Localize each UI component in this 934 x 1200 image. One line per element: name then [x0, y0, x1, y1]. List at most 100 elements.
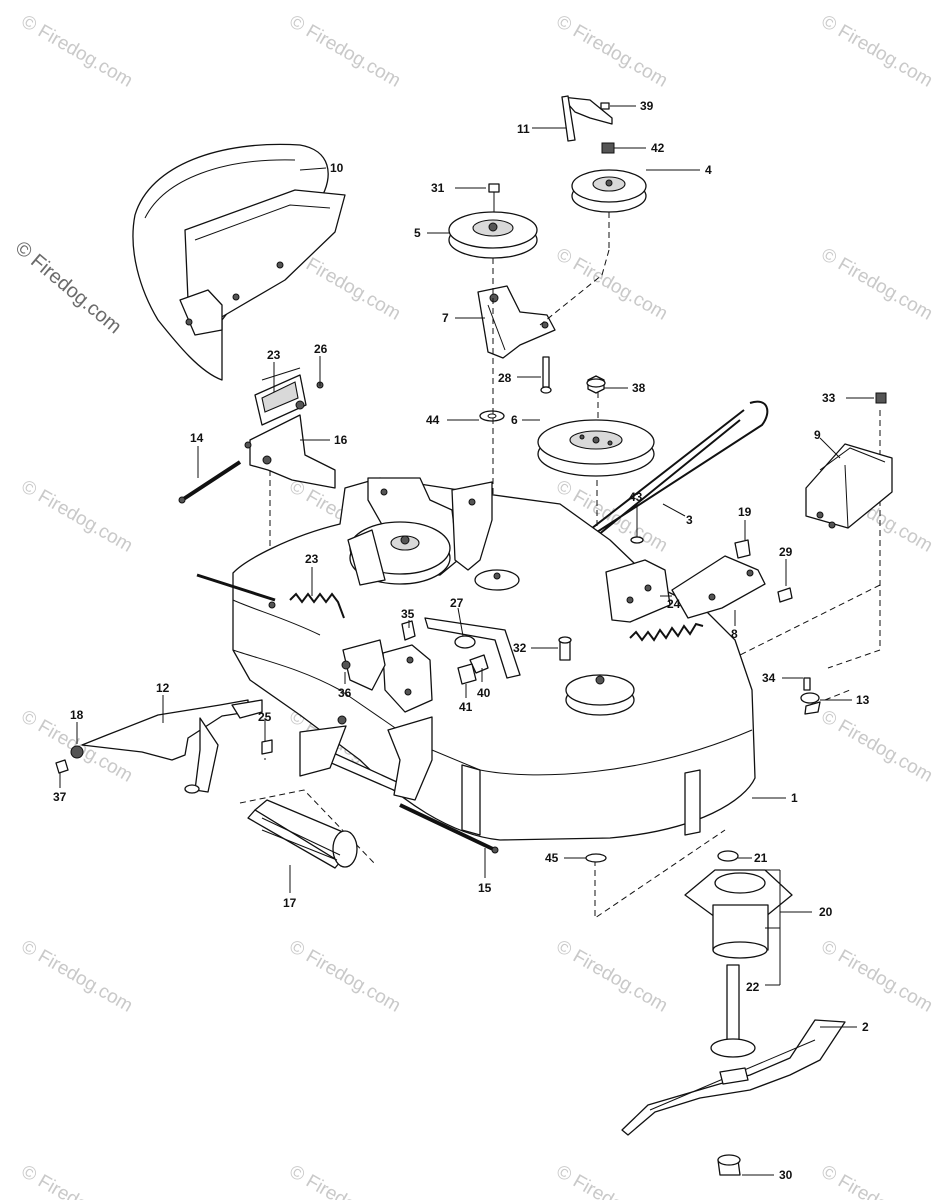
- callout-8: 8: [731, 610, 738, 641]
- watermark-tile: © Firedog.com: [818, 244, 934, 325]
- svg-text:8: 8: [731, 627, 738, 641]
- svg-text:42: 42: [651, 141, 665, 155]
- watermark-tile: © Firedog.com: [553, 1161, 672, 1200]
- svg-text:© Firedog.com: © Firedog.com: [818, 1161, 934, 1200]
- watermark-tile: © Firedog.com: [286, 1161, 405, 1200]
- svg-text:6: 6: [511, 413, 518, 427]
- callout-38: 38: [604, 381, 646, 395]
- svg-text:12: 12: [156, 681, 170, 695]
- callout-29: 29: [779, 545, 793, 586]
- callout-12: 12: [156, 681, 170, 723]
- callout-33: 33: [822, 391, 874, 405]
- watermark-prominent: © Firedog.com: [11, 237, 126, 338]
- watermark-tile: © Firedog.com: [818, 936, 934, 1017]
- lift-bracket-drawing: [244, 367, 336, 489]
- callout-36: 36: [338, 672, 352, 700]
- svg-text:9: 9: [814, 428, 821, 442]
- callout-20: 20: [765, 869, 833, 986]
- svg-text:23: 23: [267, 348, 281, 362]
- callout-16: 16: [300, 433, 348, 447]
- svg-text:22: 22: [746, 980, 760, 994]
- svg-text:45: 45: [545, 851, 559, 865]
- svg-text:18: 18: [70, 708, 84, 722]
- callout-28: 28: [498, 371, 541, 385]
- callout-39: 39: [610, 99, 654, 113]
- svg-text:41: 41: [459, 700, 473, 714]
- callout-7: 7: [442, 311, 485, 325]
- svg-text:21: 21: [754, 851, 768, 865]
- svg-text:11: 11: [517, 122, 530, 136]
- svg-text:38: 38: [632, 381, 646, 395]
- callout-18: 18: [70, 708, 84, 744]
- svg-text:27: 27: [450, 596, 464, 610]
- callout-32: 32: [513, 641, 558, 655]
- svg-text:34: 34: [762, 671, 776, 685]
- svg-text:© Firedog.com: © Firedog.com: [286, 11, 405, 92]
- svg-text:© Firedog.com: © Firedog.com: [818, 706, 934, 787]
- blade-spindle-drawing: [684, 850, 793, 1058]
- callout-25: 25: [258, 710, 272, 740]
- svg-text:© Firedog.com: © Firedog.com: [818, 244, 934, 325]
- watermark-tile: © Firedog.com: [18, 476, 137, 557]
- watermark-tile: © Firedog.com: [18, 1161, 137, 1200]
- callout-34: 34: [762, 671, 803, 685]
- svg-text:20: 20: [819, 905, 833, 919]
- svg-text:3: 3: [686, 513, 693, 527]
- svg-text:4: 4: [705, 163, 712, 177]
- callout-45: 45: [545, 851, 586, 865]
- callout-3: 3: [662, 503, 693, 527]
- watermark-tile: © Firedog.com: [553, 244, 672, 325]
- discharge-deflector-drawing: [132, 143, 346, 381]
- svg-text:© Firedog.com: © Firedog.com: [818, 936, 934, 1017]
- callouts: 1 2 3 4 5 6 7 8: [53, 99, 874, 1182]
- callout-41: 41: [459, 684, 473, 714]
- callout-37: 37: [53, 773, 67, 804]
- svg-text:13: 13: [856, 693, 870, 707]
- svg-text:© Firedog.com: © Firedog.com: [286, 936, 405, 1017]
- watermark-tile: © Firedog.com: [818, 11, 934, 92]
- svg-text:37: 37: [53, 790, 67, 804]
- svg-text:19: 19: [738, 505, 752, 519]
- callout-42: 42: [614, 141, 665, 155]
- svg-text:7: 7: [442, 311, 449, 325]
- callout-13: 13: [820, 693, 870, 707]
- callout-4: 4: [646, 163, 712, 177]
- callout-23-lower: 23: [305, 552, 319, 596]
- anti-scalp-roller-drawing: [247, 799, 358, 869]
- callout-31: 31: [431, 181, 486, 195]
- callout-2: 2: [820, 1020, 869, 1034]
- callout-19: 19: [738, 505, 752, 540]
- cutting-blade-drawing: [621, 1019, 846, 1176]
- svg-text:44: 44: [426, 413, 440, 427]
- callout-43: 43: [629, 490, 643, 537]
- callout-27: 27: [450, 596, 464, 637]
- svg-text:10: 10: [330, 161, 344, 175]
- svg-text:33: 33: [822, 391, 836, 405]
- svg-text:43: 43: [629, 490, 643, 504]
- callout-26: 26: [314, 342, 328, 386]
- svg-text:32: 32: [513, 641, 527, 655]
- callout-44: 44: [426, 413, 479, 427]
- watermark-tile: © Firedog.com: [286, 11, 405, 92]
- pivot-rod-drawing: [178, 460, 242, 504]
- svg-text:1: 1: [791, 791, 798, 805]
- svg-text:© Firedog.com: © Firedog.com: [18, 1161, 137, 1200]
- callout-6: 6: [511, 413, 540, 427]
- watermark-tile: © Firedog.com: [818, 706, 934, 787]
- drive-pulley-drawing: [537, 375, 655, 477]
- callout-10: 10: [299, 161, 344, 175]
- callout-1: 1: [752, 791, 798, 805]
- svg-text:25: 25: [258, 710, 272, 724]
- callout-35: 35: [401, 607, 415, 628]
- svg-text:© Firedog.com: © Firedog.com: [553, 244, 672, 325]
- callout-22: 22: [746, 980, 760, 994]
- svg-text:© Firedog.com: © Firedog.com: [818, 11, 934, 92]
- watermark-tile: © Firedog.com: [818, 1161, 934, 1200]
- watermark-tile: © Firedog.com: [553, 936, 672, 1017]
- callout-5: 5: [414, 226, 450, 240]
- svg-text:23: 23: [305, 552, 319, 566]
- svg-text:2: 2: [862, 1020, 869, 1034]
- callout-30: 30: [742, 1168, 793, 1182]
- svg-text:36: 36: [338, 686, 352, 700]
- idler-pulley-assembly-drawing: [448, 95, 647, 422]
